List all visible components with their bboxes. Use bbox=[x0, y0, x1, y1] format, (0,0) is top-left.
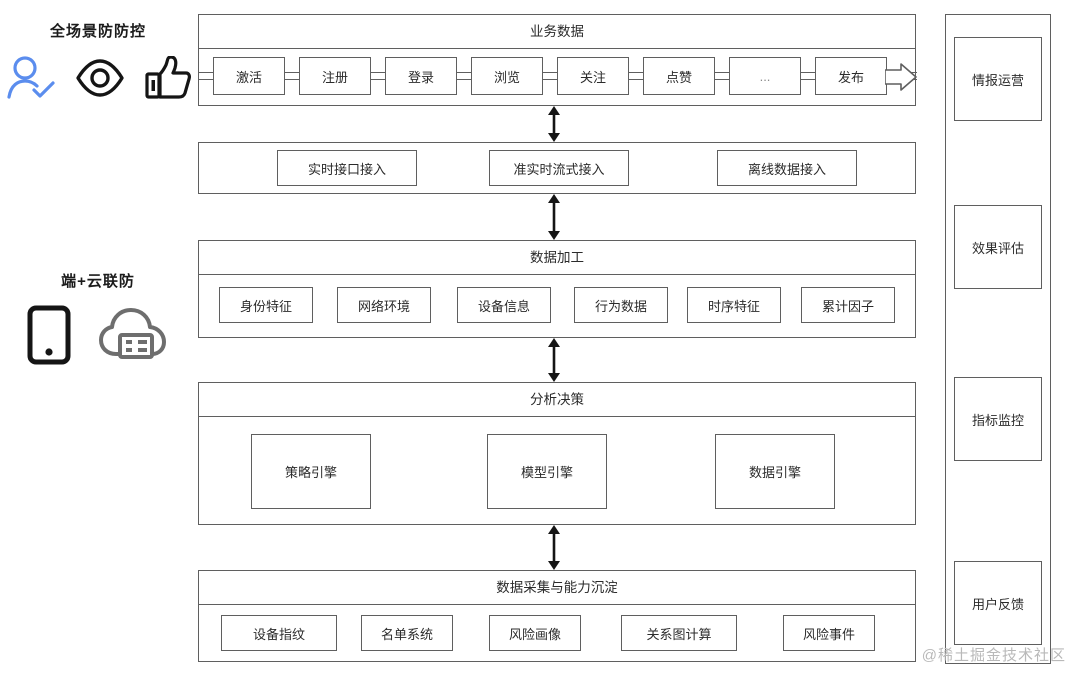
node-risk-profile[interactable]: 风险画像 bbox=[489, 615, 581, 651]
node-graph-computation[interactable]: 关系图计算 bbox=[621, 615, 737, 651]
band-title-business-data: 业务数据 bbox=[199, 15, 915, 49]
legend-group-all-scenario: 全场景防防控 bbox=[0, 20, 196, 101]
node-offline-data[interactable]: 离线数据接入 bbox=[717, 150, 857, 186]
tablet-icon bbox=[26, 305, 72, 365]
node-risk-event[interactable]: 风险事件 bbox=[783, 615, 875, 651]
node-ellipsis[interactable]: ... bbox=[729, 57, 801, 95]
connector-processing-to-decision bbox=[548, 338, 560, 382]
band-business-data: 业务数据 激活 注册 登录 浏览 关注 点赞 ... 发布 bbox=[198, 14, 917, 106]
band-body-data-ingest: 实时接口接入 准实时流式接入 离线数据接入 bbox=[199, 143, 915, 193]
eye-icon bbox=[75, 58, 125, 98]
node-device-info[interactable]: 设备信息 bbox=[457, 287, 551, 323]
node-strategy-engine[interactable]: 策略引擎 bbox=[251, 434, 371, 509]
band-data-processing: 数据加工 身份特征 网络环境 设备信息 行为数据 时序特征 累计因子 bbox=[198, 240, 916, 338]
user-check-icon bbox=[5, 55, 57, 101]
node-model-engine[interactable]: 模型引擎 bbox=[487, 434, 607, 509]
connector-business-to-ingest bbox=[548, 106, 560, 142]
legend-title-all-scenario: 全场景防防控 bbox=[49, 23, 146, 40]
node-behavior-data[interactable]: 行为数据 bbox=[574, 287, 668, 323]
node-user-feedback[interactable]: 用户反馈 bbox=[954, 561, 1042, 645]
band-title-data-processing: 数据加工 bbox=[199, 241, 915, 275]
band-data-collection: 数据采集与能力沉淀 设备指纹 名单系统 风险画像 关系图计算 风险事件 bbox=[198, 570, 916, 662]
node-data-engine[interactable]: 数据引擎 bbox=[715, 434, 835, 509]
node-metric-monitoring[interactable]: 指标监控 bbox=[954, 377, 1042, 461]
node-effect-evaluation[interactable]: 效果评估 bbox=[954, 205, 1042, 289]
node-activate[interactable]: 激活 bbox=[213, 57, 285, 95]
connector-decision-to-collection bbox=[548, 525, 560, 570]
node-identity-feature[interactable]: 身份特征 bbox=[219, 287, 313, 323]
operations-panel: 情报运营 效果评估 指标监控 用户反馈 bbox=[945, 14, 1051, 664]
thumbs-up-icon bbox=[143, 56, 191, 100]
band-body-data-collection: 设备指纹 名单系统 风险画像 关系图计算 风险事件 bbox=[199, 605, 915, 661]
band-title-analysis-decision: 分析决策 bbox=[199, 383, 915, 417]
node-register[interactable]: 注册 bbox=[299, 57, 371, 95]
legend-title-device-cloud: 端+云联防 bbox=[61, 273, 135, 290]
node-publish[interactable]: 发布 bbox=[815, 57, 887, 95]
node-follow[interactable]: 关注 bbox=[557, 57, 629, 95]
node-network-env[interactable]: 网络环境 bbox=[337, 287, 431, 323]
band-title-data-collection: 数据采集与能力沉淀 bbox=[199, 571, 915, 605]
node-cumulative-factor[interactable]: 累计因子 bbox=[801, 287, 895, 323]
legend-icons-all-scenario bbox=[0, 55, 196, 101]
architecture-diagram: 业务数据 激活 注册 登录 浏览 关注 点赞 ... 发布 实时接口接入 准实时… bbox=[198, 0, 918, 679]
legend-column: 全场景防防控 bbox=[0, 0, 196, 679]
node-near-realtime-stream[interactable]: 准实时流式接入 bbox=[489, 150, 629, 186]
node-list-system[interactable]: 名单系统 bbox=[361, 615, 453, 651]
node-browse[interactable]: 浏览 bbox=[471, 57, 543, 95]
node-login[interactable]: 登录 bbox=[385, 57, 457, 95]
node-realtime-api[interactable]: 实时接口接入 bbox=[277, 150, 417, 186]
node-temporal-feature[interactable]: 时序特征 bbox=[687, 287, 781, 323]
node-device-fingerprint[interactable]: 设备指纹 bbox=[221, 615, 337, 651]
band-data-ingest: 实时接口接入 准实时流式接入 离线数据接入 bbox=[198, 142, 916, 194]
band-body-analysis-decision: 策略引擎 模型引擎 数据引擎 bbox=[199, 417, 915, 524]
band-body-business-data: 激活 注册 登录 浏览 关注 点赞 ... 发布 bbox=[199, 49, 917, 105]
legend-icons-device-cloud bbox=[0, 305, 196, 365]
flow-right-arrow-icon bbox=[885, 63, 917, 91]
cloud-server-icon bbox=[98, 307, 170, 363]
node-intel-operations[interactable]: 情报运营 bbox=[954, 37, 1042, 121]
node-like[interactable]: 点赞 bbox=[643, 57, 715, 95]
band-body-data-processing: 身份特征 网络环境 设备信息 行为数据 时序特征 累计因子 bbox=[199, 275, 915, 337]
band-analysis-decision: 分析决策 策略引擎 模型引擎 数据引擎 bbox=[198, 382, 916, 525]
connector-ingest-to-processing bbox=[548, 194, 560, 240]
legend-group-device-cloud: 端+云联防 bbox=[0, 270, 196, 365]
